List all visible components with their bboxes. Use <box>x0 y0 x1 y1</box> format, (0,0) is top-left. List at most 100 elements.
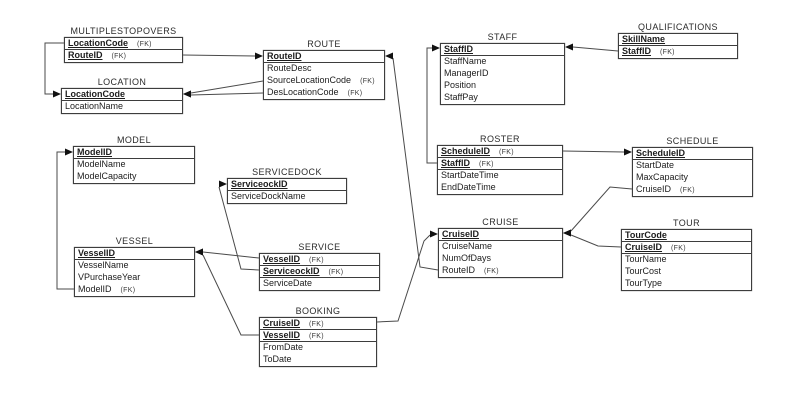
field-row: Position <box>441 80 564 92</box>
field-row: TourCode <box>622 230 751 242</box>
fk-label: (FK) <box>309 321 324 328</box>
field-name: ScheduleID <box>636 148 686 158</box>
fk-label: (FK) <box>660 49 675 56</box>
field-row: TourCost <box>622 266 751 278</box>
field-name: RouteID <box>442 265 476 275</box>
field-row: MaxCapacity <box>633 172 752 184</box>
relationship-line <box>218 186 260 271</box>
field-name: RouteID <box>267 51 302 61</box>
field-row: StartDate <box>633 160 752 172</box>
field-row: SourceLocationCode (FK) <box>264 75 384 87</box>
field-row: FromDate <box>260 342 376 354</box>
entity-title: ROSTER <box>480 134 520 144</box>
field-row: CruiseID(FK) <box>260 318 376 330</box>
entity-title: STAFF <box>487 32 518 42</box>
field-name: VesselID <box>78 248 116 258</box>
entity-title: VESSEL <box>115 236 154 246</box>
field-name: SkillName <box>622 34 666 44</box>
relationship-line <box>570 234 622 248</box>
relationship-arrowhead <box>430 230 438 238</box>
field-row: VesselID <box>75 248 194 260</box>
relationship-arrowhead <box>65 148 73 156</box>
field-name: SourceLocationCode <box>267 75 352 85</box>
field-row: ServiceockID <box>228 179 346 191</box>
field-name: LocationCode <box>65 89 125 99</box>
field-row: StartDateTime <box>438 170 562 182</box>
field-row: RouteDesc <box>264 63 384 75</box>
entity-title: BOOKING <box>295 306 341 316</box>
field-name: NumOfDays <box>442 253 492 263</box>
field-name: VesselID <box>263 254 301 264</box>
field-row: VesselID(FK) <box>260 330 376 342</box>
fk-label: (FK) <box>479 161 494 168</box>
field-row: CruiseName <box>439 241 562 253</box>
field-name: ServiceDate <box>263 278 313 288</box>
relationship-arrowhead <box>195 248 203 256</box>
field-row: StaffID <box>441 44 564 56</box>
field-name: StartDate <box>636 160 675 170</box>
field-row: ModelCapacity <box>74 171 194 183</box>
field-row: StaffName <box>441 56 564 68</box>
field-row: StaffID(FK) <box>619 46 737 58</box>
field-name: VesselName <box>78 260 129 270</box>
relationship-line <box>182 54 256 57</box>
field-name: CruiseID <box>625 242 663 252</box>
field-name: CruiseName <box>442 241 493 251</box>
entity-title: TOUR <box>673 218 700 228</box>
field-name: ServiceockID <box>263 266 320 276</box>
fk-label: (FK) <box>111 53 127 60</box>
field-row: RouteID(FK) <box>439 265 562 277</box>
field-row: StaffID(FK) <box>438 158 562 170</box>
field-name: RouteID <box>68 50 103 60</box>
field-row: ToDate <box>260 354 376 366</box>
fk-label: (FK) <box>120 287 136 294</box>
entity-title: SCHEDULE <box>666 136 719 146</box>
fk-label: (FK) <box>328 269 344 276</box>
relationship-line <box>190 80 264 94</box>
field-row: ManagerID <box>441 68 564 80</box>
field-name: StartDateTime <box>441 170 499 180</box>
fk-label: (FK) <box>671 245 686 252</box>
field-name: TourCode <box>625 230 667 240</box>
relationship-line <box>376 234 431 323</box>
field-row: ServiceDockName <box>228 191 346 203</box>
field-name: EndDateTime <box>441 182 496 192</box>
field-name: ModelName <box>77 159 126 169</box>
relationship-arrowhead <box>255 52 263 60</box>
field-row: CruiseID <box>439 229 562 241</box>
relationship-arrowhead <box>385 52 393 60</box>
field-row: CruiseID (FK) <box>622 242 751 254</box>
field-row: ServiceockID (FK) <box>260 266 379 278</box>
field-name: MaxCapacity <box>636 172 689 182</box>
field-name: ToDate <box>263 354 292 364</box>
field-name: ManagerID <box>444 68 489 78</box>
relationship-arrowhead <box>183 90 191 98</box>
field-name: RouteDesc <box>267 63 312 73</box>
field-row: RouteID (FK) <box>65 50 182 62</box>
relationship-arrowhead <box>565 43 573 51</box>
fk-label: (FK) <box>360 78 375 85</box>
relationship-line <box>202 254 259 336</box>
field-name: ModelID <box>77 147 112 157</box>
field-row: ModelID(FK) <box>75 284 194 296</box>
